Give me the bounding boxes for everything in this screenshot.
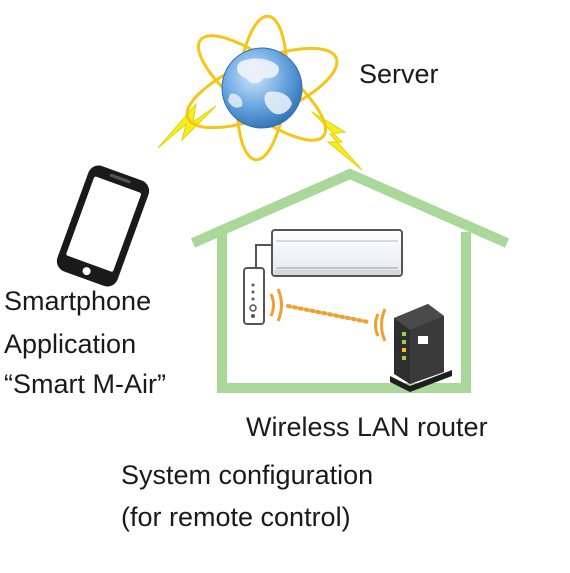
system-configuration-caption: System configuration xyxy=(121,460,374,490)
app-name-label: “Smart M-Air” xyxy=(4,369,166,399)
server-label: Server xyxy=(359,59,439,89)
house-outline-icon xyxy=(190,168,510,393)
router-label: Wireless LAN router xyxy=(246,412,488,442)
wireless-link xyxy=(286,304,370,324)
application-label: Application xyxy=(4,329,137,359)
lightning-right-icon xyxy=(311,111,363,171)
smartphone-label: Smartphone xyxy=(4,286,152,316)
router-icon xyxy=(390,304,452,392)
adapter-cable xyxy=(255,244,272,268)
signal-waves-right-icon xyxy=(374,308,387,342)
signal-waves-left-icon xyxy=(269,288,283,322)
wifi-adapter-icon xyxy=(243,267,265,325)
remote-control-caption: (for remote control) xyxy=(121,502,351,532)
globe-icon xyxy=(185,14,339,162)
air-conditioner-icon xyxy=(271,229,403,277)
smartphone-icon xyxy=(56,165,150,287)
lightning-left-icon xyxy=(157,102,217,149)
